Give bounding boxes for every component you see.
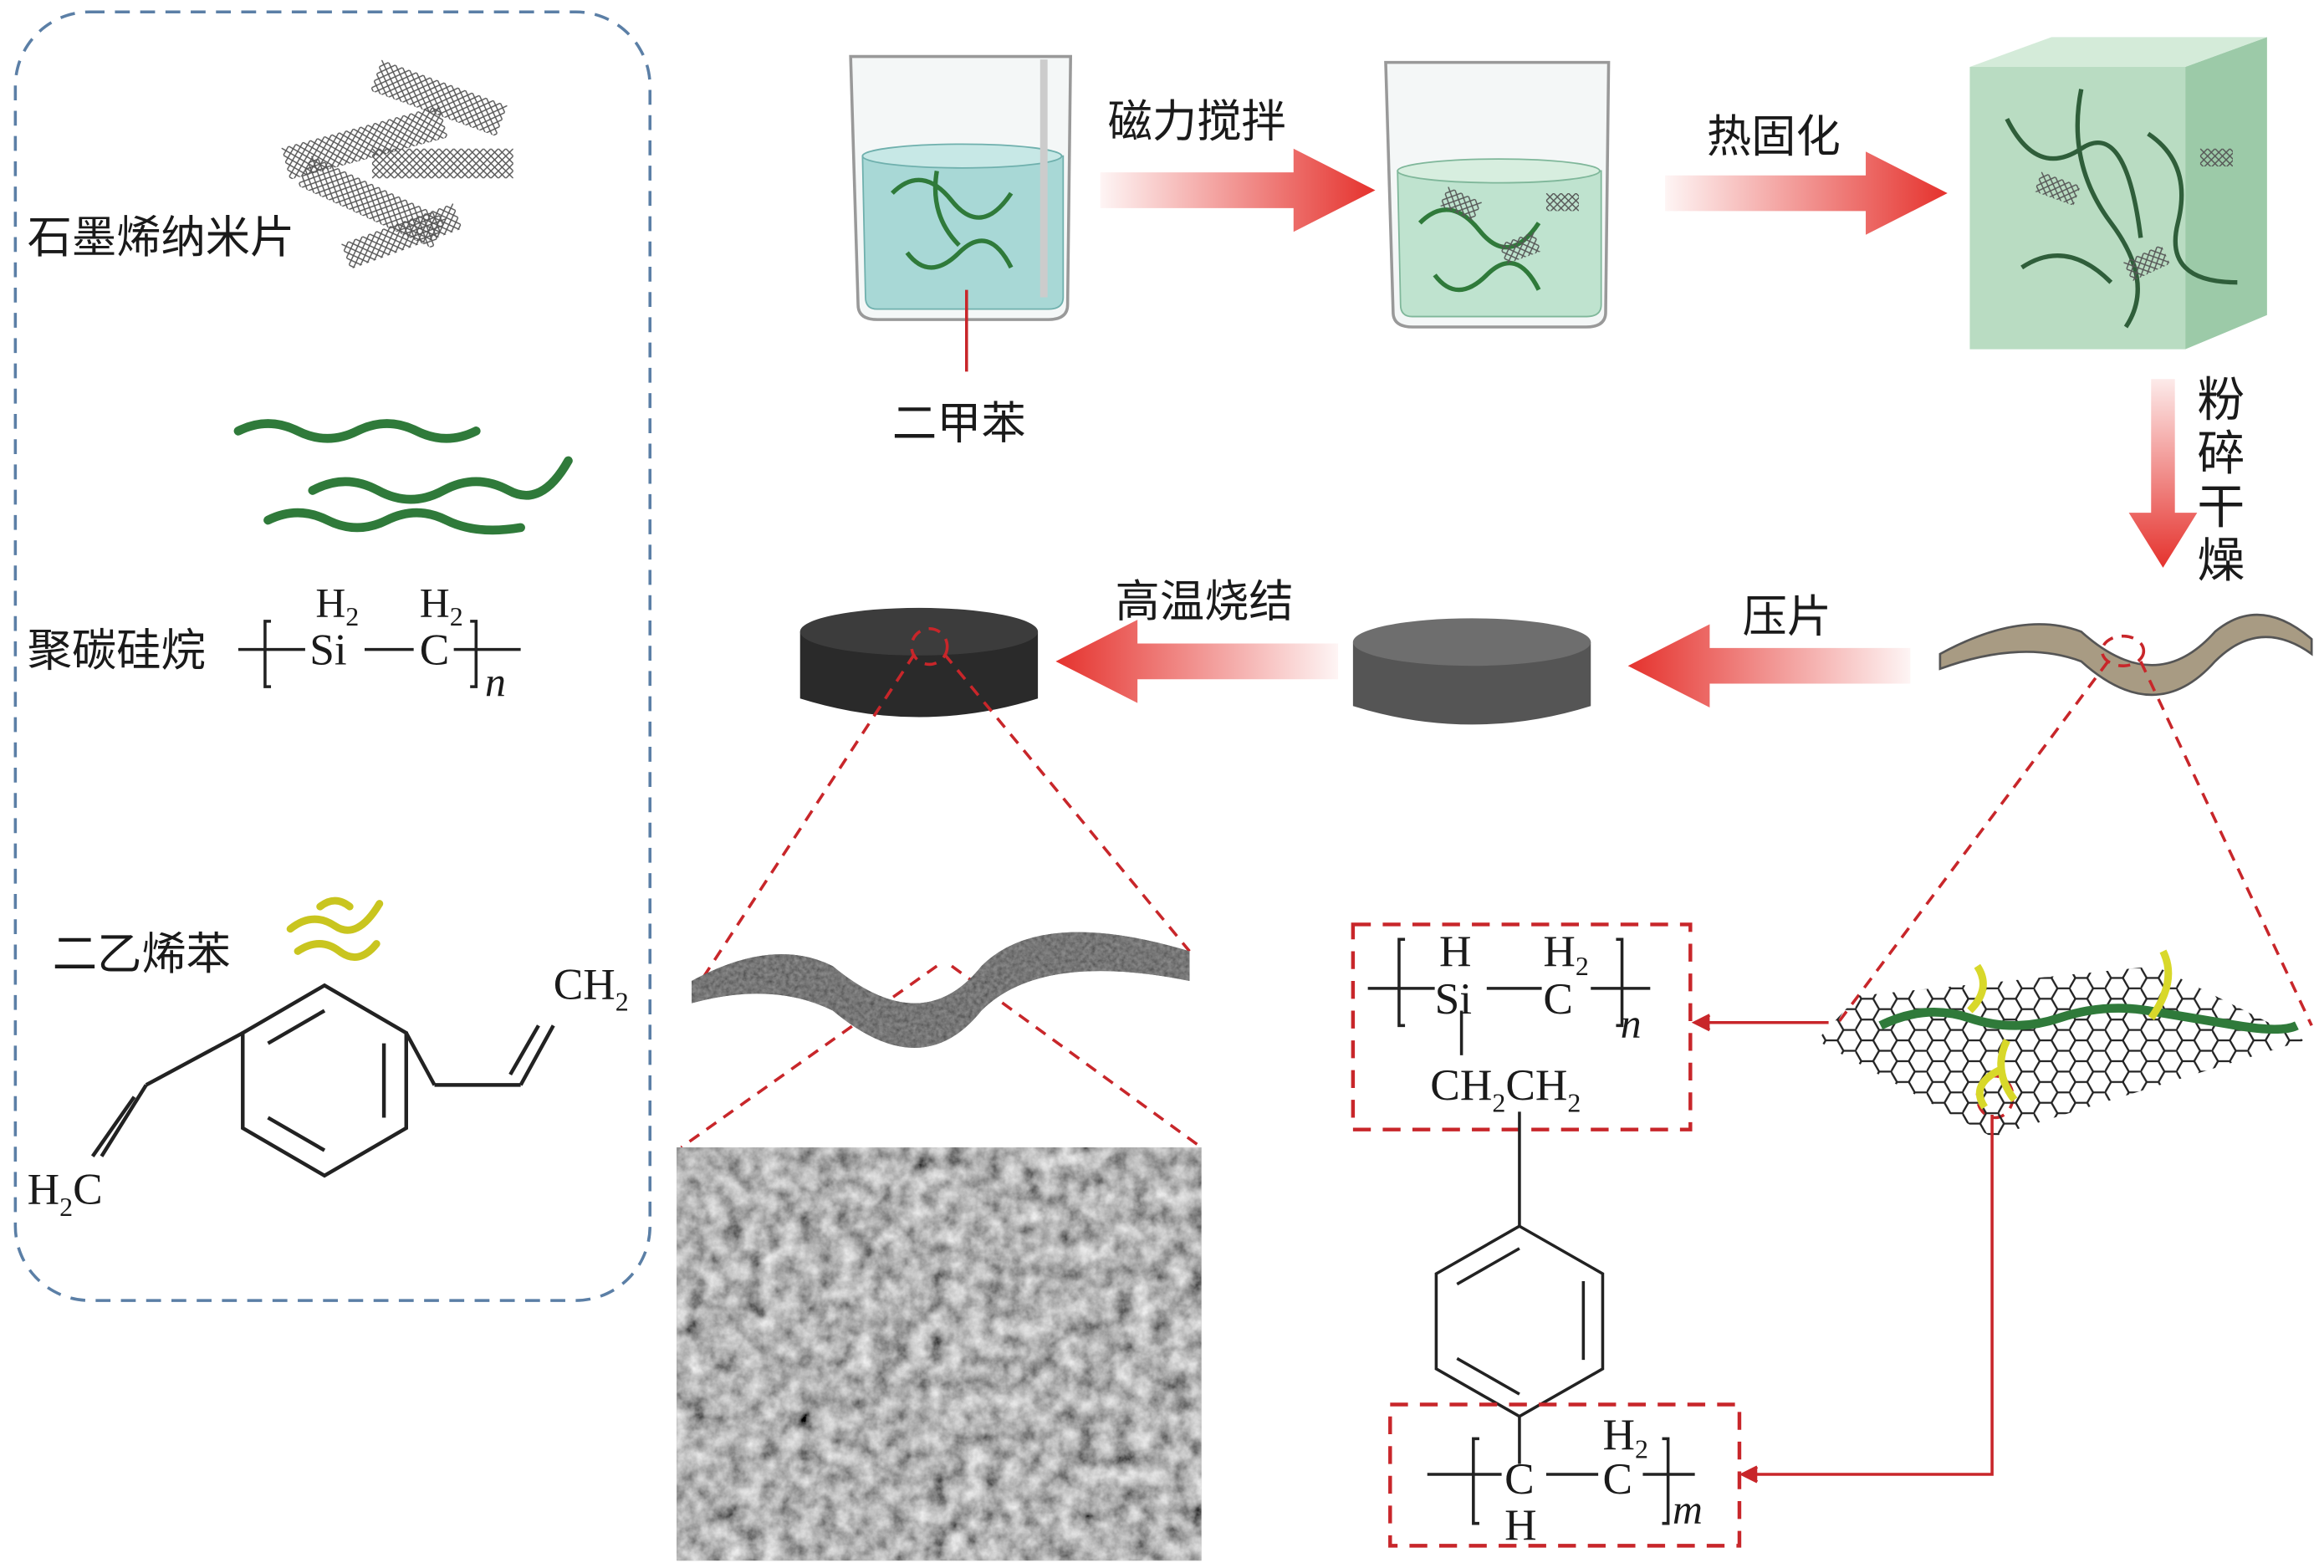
arrow-pressing [1627,624,1911,707]
ethylene-bridge: CH2CH2 [1430,1060,1581,1117]
svg-text:H2: H2 [315,580,359,632]
arrow-crush-dry [2128,379,2198,568]
svg-text:m: m [1673,1487,1703,1533]
sem-micrograph [677,1147,1202,1561]
svg-text:H2: H2 [420,580,463,632]
dried-powder-sheet [1938,613,2313,697]
svg-text:H2: H2 [1602,1409,1648,1464]
svg-text:碎: 碎 [2197,426,2245,482]
cured-composite-cube [1969,37,2267,350]
svg-text:C: C [1543,973,1573,1024]
svg-text:燥: 燥 [2197,534,2245,589]
step-magnetic-stirring: 磁力搅拌 [1108,96,1286,148]
svg-text:H: H [1504,1499,1537,1550]
repeat-n: n [485,659,506,705]
divinylbenzene-label: 二乙烯苯 [53,928,231,980]
svg-text:H2: H2 [1543,926,1589,981]
step-pressing: 压片 [1743,590,1832,642]
svg-text:粉: 粉 [2197,373,2245,428]
si-atom: Si [309,624,346,674]
si-atom: Si [1435,973,1472,1024]
polycarbosilane-formula [238,620,521,688]
svg-text:CH2: CH2 [554,958,629,1016]
arrow-magnetic-stirring [1100,148,1376,232]
pcs-unit-box [1351,922,1693,1131]
divinylbenzene-icon [286,896,384,961]
green-pellet [1352,618,1591,725]
polycarbosilane-label: 聚碳硅烷 [28,625,206,677]
svg-text:H2C: H2C [28,1164,103,1222]
graphene-label: 石墨烯纳米片 [28,212,295,263]
svg-text:干: 干 [2197,480,2245,535]
svg-text:C: C [1602,1453,1632,1504]
beaker-xylene [849,54,1072,321]
connector-lines [1691,1014,1994,1484]
step-thermal-curing: 热固化 [1707,110,1841,162]
divinylbenzene-structure [90,983,555,1178]
arrow-sintering [1055,620,1339,703]
svg-text:C: C [1504,1453,1535,1504]
sintered-pellet [799,607,1039,718]
polycarbosilane-chains-icon [233,419,573,535]
arrow-thermal-curing [1665,151,1948,235]
xylene-label: 二甲苯 [892,397,1026,449]
step-crush-dry: 粉 碎 干 燥 [2197,373,2245,589]
polystyrene-unit-box [1388,1402,1742,1548]
sintered-surface-sheet [692,932,1190,1048]
c-atom: C [420,624,450,674]
beaker-mixture [1384,60,1611,329]
svg-text:n: n [1621,1001,1642,1047]
svg-text:H: H [1439,926,1471,976]
step-high-temp-sintering: 高温烧结 [1116,576,1294,628]
graphene-lattice-with-polymer [1816,949,2305,1137]
legend-panel-border [13,10,652,1302]
graphene-nanosheets-icon [281,59,513,269]
